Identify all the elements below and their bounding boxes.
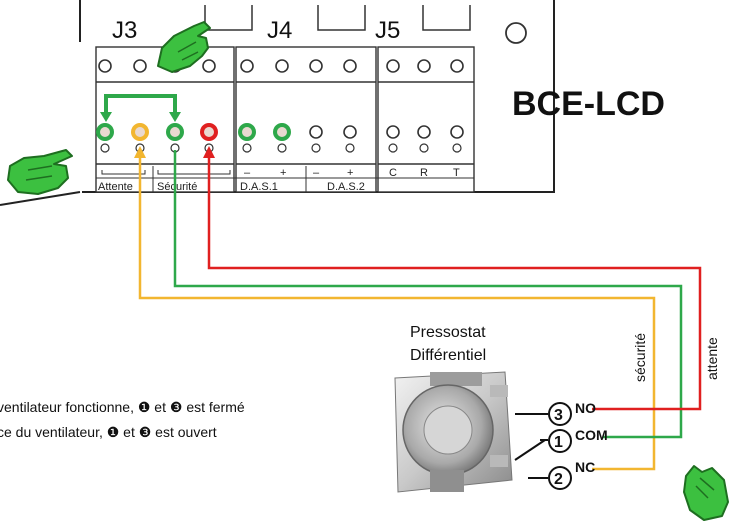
pointing-hand-icon [157,21,211,73]
wire-label-attente: attente [704,337,720,380]
label-attente: Attente [98,181,133,193]
terminal-screws [309,125,464,139]
label-strip [96,166,474,192]
contact-no-label: NO [575,400,596,416]
label-c: C [389,167,397,179]
contact-nc-label: NC [575,459,595,475]
contact-com-number: 1 [554,434,563,451]
terminal-das1-plus [273,123,291,141]
red-wire-arrow [203,146,215,158]
contact-labels: 3 1 2 NO COM NC [554,400,608,488]
label-t: T [453,167,460,179]
contact-markers [548,402,572,490]
label-securite: Sécurité [157,181,197,193]
bridge-arrow-right [169,112,181,122]
contact-schematic [514,413,548,479]
label-plus-2: + [347,167,353,179]
pressostat-image [394,371,513,493]
wire-label-securite: sécurité [632,333,648,382]
label-das2: D.A.S.2 [327,181,365,193]
connector-label-j4: J4 [267,17,292,44]
wire-yellow [138,150,656,471]
wire-red [207,150,702,411]
connector-label-j3: J3 [112,17,137,44]
board-title: BCE-LCD [512,85,665,123]
label-das1: D.A.S.1 [240,181,278,193]
label-minus-1: – [244,167,251,179]
terminal-attente-green [96,123,114,141]
contact-nc-number: 2 [554,471,563,488]
connector-label-j5: J5 [375,17,400,44]
mounting-hole [505,22,527,44]
label-plus-1: + [280,167,286,179]
note-line-1: ventilateur fonctionne, ❶ et ❸ est fermé [0,399,245,415]
contact-no-number: 3 [554,407,563,424]
terminal-securite-red [200,123,218,141]
pointing-hand-icon [683,465,729,521]
label-r: R [420,167,428,179]
wires [138,150,702,471]
note-line-2: ce du ventilateur, ❶ et ❸ est ouvert [0,424,217,440]
device-name-line2: Différentiel [410,347,486,364]
green-bridge [104,94,177,118]
pointing-hand-icon [7,149,73,195]
device-name-line1: Pressostat [410,324,486,341]
wire-holes [100,143,462,153]
wire-green [173,150,683,439]
strip-labels: Attente Sécurité D.A.S.1 D.A.S.2 – + – +… [98,167,460,193]
terminal-securite-green [166,123,184,141]
label-minus-2: – [313,167,320,179]
connector-headers [204,5,471,31]
terminal-attente-yellow [131,123,149,141]
colored-terminals [96,123,291,141]
yellow-wire-arrow [134,146,146,158]
terminal-das1-minus [238,123,256,141]
bridge-arrow-left [100,112,112,122]
contact-com-label: COM [575,427,608,443]
